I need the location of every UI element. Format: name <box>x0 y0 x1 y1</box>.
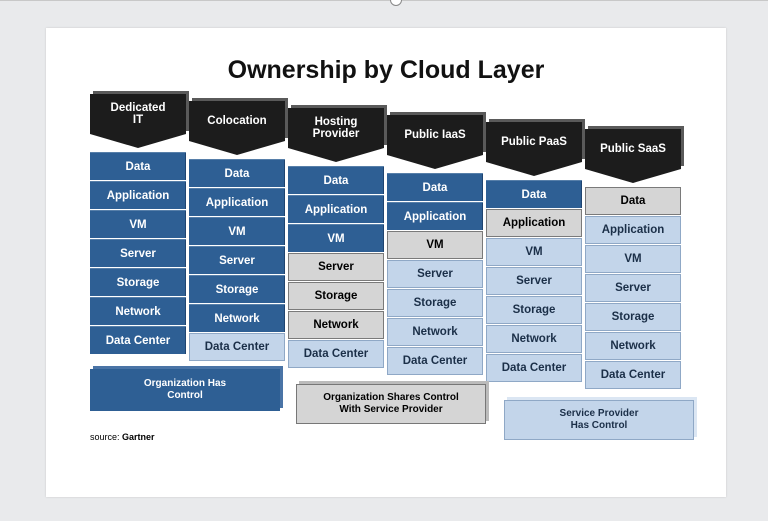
layer-cell: VM <box>585 245 681 273</box>
layer-cell: Storage <box>90 268 186 296</box>
layer-cell: VM <box>90 210 186 238</box>
layer-cell: VM <box>387 231 483 259</box>
column-header: Public IaaS <box>387 115 483 155</box>
layer-cell: Data Center <box>387 347 483 375</box>
column-header: Public SaaS <box>585 129 681 169</box>
layer-cell: VM <box>486 238 582 266</box>
layer-cell: Data Center <box>90 326 186 354</box>
layer-cell: Data Center <box>288 340 384 368</box>
layer-cell: Data <box>387 173 483 201</box>
column-header: Dedicated IT <box>90 94 186 134</box>
layer-cell: Network <box>585 332 681 360</box>
layer-cell: Application <box>486 209 582 237</box>
layer-cell: Application <box>585 216 681 244</box>
layer-cell: Application <box>189 188 285 216</box>
layer-cell: Network <box>189 304 285 332</box>
header-arrow <box>90 134 186 148</box>
layer-cell: VM <box>189 217 285 245</box>
column-header: Colocation <box>189 101 285 141</box>
layer-cell: Network <box>486 325 582 353</box>
rotate-handle[interactable] <box>390 0 402 6</box>
layer-cell: Network <box>90 297 186 325</box>
layer-cell: Storage <box>486 296 582 324</box>
layer-cell: Data <box>585 187 681 215</box>
layer-cell: Data Center <box>486 354 582 382</box>
layer-cell: Server <box>189 246 285 274</box>
legend-provider-control: Service Provider Has Control <box>504 400 694 440</box>
header-arrow <box>486 162 582 176</box>
layer-cell: Data <box>90 152 186 180</box>
window-top-edge <box>0 0 768 1</box>
layer-cell: Storage <box>585 303 681 331</box>
layer-cell: Network <box>387 318 483 346</box>
header-arrow <box>189 141 285 155</box>
layer-cell: Server <box>585 274 681 302</box>
layer-cell: Data Center <box>585 361 681 389</box>
layer-cell: Application <box>387 202 483 230</box>
legend-shared-control: Organization Shares Control With Service… <box>296 384 486 424</box>
layer-cell: Application <box>288 195 384 223</box>
header-arrow <box>288 148 384 162</box>
layer-cell: Storage <box>288 282 384 310</box>
source-name: Gartner <box>122 432 155 442</box>
layer-cell: Storage <box>387 289 483 317</box>
layer-cell: Network <box>288 311 384 339</box>
source-note: source: Gartner <box>90 432 155 442</box>
legend-organization-control: Organization Has Control <box>90 369 280 411</box>
layer-cell: Data <box>189 159 285 187</box>
layer-cell: Application <box>90 181 186 209</box>
layer-cell: Server <box>486 267 582 295</box>
source-prefix: source: <box>90 432 120 442</box>
column-header: Hosting Provider <box>288 108 384 148</box>
layer-cell: VM <box>288 224 384 252</box>
layer-cell: Data <box>288 166 384 194</box>
layer-cell: Server <box>90 239 186 267</box>
column-header: Public PaaS <box>486 122 582 162</box>
page-title: Ownership by Cloud Layer <box>227 56 545 84</box>
header-arrow <box>585 169 681 183</box>
layer-cell: Server <box>387 260 483 288</box>
layer-cell: Server <box>288 253 384 281</box>
header-arrow <box>387 155 483 169</box>
layer-cell: Data Center <box>189 333 285 361</box>
layer-cell: Data <box>486 180 582 208</box>
layer-cell: Storage <box>189 275 285 303</box>
